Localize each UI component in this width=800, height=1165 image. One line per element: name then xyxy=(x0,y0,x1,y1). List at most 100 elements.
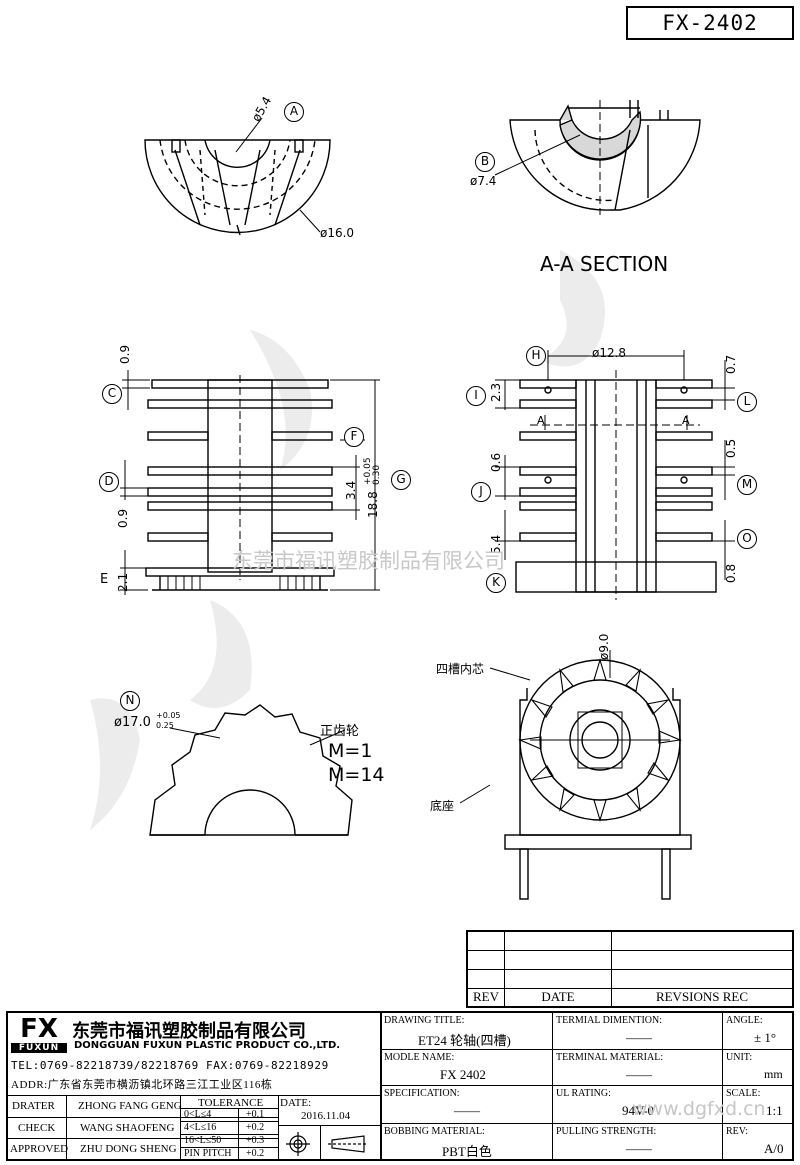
gear-tol-lower: 0.25 xyxy=(156,721,174,730)
gear-view xyxy=(149,704,353,836)
terminal-dimension-label: TERMIAL DIMENTION: xyxy=(556,1015,663,1026)
front-dim-overall: 18.8 xyxy=(366,491,380,518)
revision-table: REV DATE REVSIONS REC xyxy=(466,930,794,1008)
ref-marker-d: D xyxy=(99,472,119,492)
check-value: WANG SHAOFENG xyxy=(80,1122,175,1134)
ref-marker-l: L xyxy=(737,392,757,412)
core-label: 四槽内芯 xyxy=(436,662,485,676)
ul-rating-value: 94V-0 xyxy=(622,1103,655,1118)
rev-label: REV: xyxy=(726,1126,749,1137)
ref-marker-k: K xyxy=(486,573,506,593)
tol-value-1: +0.1 xyxy=(246,1109,265,1120)
approved-label: APPROVED xyxy=(10,1143,69,1155)
pulling-strength-value: —— xyxy=(626,1141,652,1156)
side-dim-mid: 0.6 xyxy=(489,452,503,472)
rev-header: REV xyxy=(466,987,505,1008)
specification-value: —— xyxy=(454,1103,480,1118)
unit-value: mm xyxy=(764,1067,783,1081)
projection-symbol-icon xyxy=(286,1132,368,1156)
part-number-box: FX-2402 xyxy=(626,6,794,40)
angle-label: ANGLE: xyxy=(726,1015,763,1026)
top-outer-dimension: ø16.0 xyxy=(320,226,355,240)
side-dim-right-top: 0.7 xyxy=(724,354,738,374)
front-dim-mid-flange: 0.9 xyxy=(116,508,130,528)
section-mark-left: A xyxy=(537,414,545,427)
scale-label: SCALE: xyxy=(726,1088,761,1099)
ul-rating-label: UL RATING: xyxy=(556,1088,611,1099)
drater-label: DRATER xyxy=(12,1100,55,1112)
check-label: CHECK xyxy=(18,1122,56,1134)
side-pitch-dimension: ø12.8 xyxy=(592,346,627,360)
company-name-cn: 东莞市福讯塑胶制品有限公司 xyxy=(72,1021,306,1042)
section-dimension: ø7.4 xyxy=(470,174,497,188)
section-view xyxy=(494,100,701,215)
front-dim-slot: 3.4 xyxy=(344,480,358,500)
rev-value: A/0 xyxy=(764,1141,784,1156)
ref-marker-n: N xyxy=(120,691,140,711)
revisions-header: REVSIONS REC xyxy=(611,987,794,1008)
ref-marker-g: G xyxy=(391,470,411,490)
drawing-title-value: ET24 轮轴(四槽) xyxy=(418,1033,511,1048)
company-watermark: 东莞市福讯塑胶制品有限公司 xyxy=(232,549,505,573)
section-mark-right: A xyxy=(682,414,690,427)
drawing-title-label: DRAWING TITLE: xyxy=(384,1015,465,1026)
angle-value: ± 1° xyxy=(754,1030,777,1045)
logo-subtext: FUXUN xyxy=(11,1043,67,1053)
ref-marker-m: M xyxy=(737,475,757,495)
top-view xyxy=(144,117,331,236)
side-dim-right-mid: 0.5 xyxy=(724,438,738,458)
tol-range-4: PIN PITCH xyxy=(184,1148,232,1159)
logo-text: FX xyxy=(20,1014,58,1044)
tol-value-3: +0.3 xyxy=(246,1135,265,1146)
specification-label: SPECIFICATION: xyxy=(384,1088,460,1099)
scale-value: 1:1 xyxy=(766,1103,783,1118)
company-tel: TEL:0769-82218739/82218769 FAX:0769-8221… xyxy=(11,1059,329,1072)
drater-value: ZHONG FANG GENG xyxy=(78,1100,182,1112)
ref-marker-o: O xyxy=(737,529,757,549)
ref-marker-a: A xyxy=(284,102,304,122)
ref-marker-i: I xyxy=(466,386,486,406)
ref-marker-c: C xyxy=(102,384,122,404)
approved-value: ZHU DONG SHENG xyxy=(80,1143,177,1155)
background-watermark-strokes xyxy=(90,250,605,830)
company-address: ADDR:广东省东莞市横沥镇北环路三江工业区116栋 xyxy=(11,1079,273,1091)
front-dim-base: 2.1 xyxy=(116,572,130,592)
gear-module: M=1 xyxy=(328,740,373,762)
date-label: DATE: xyxy=(280,1097,312,1109)
core-dimension: ø9.0 xyxy=(597,633,611,660)
gear-teeth: M=14 xyxy=(328,764,385,786)
site-watermark: www.dgfxd.cn xyxy=(632,1098,766,1120)
model-name-value: FX 2402 xyxy=(440,1067,486,1082)
front-view xyxy=(120,370,380,595)
date-header: DATE xyxy=(504,987,612,1008)
ref-marker-h: H xyxy=(526,346,546,366)
company-logo: FX FUXUN xyxy=(11,1015,67,1059)
terminal-dimension-value: —— xyxy=(626,1030,652,1045)
side-dim-top: 2.3 xyxy=(489,382,503,402)
gear-tol-upper: +0.05 xyxy=(156,711,181,720)
front-dim-tol-lower: 0.30 xyxy=(372,464,382,485)
tol-value-2: +0.2 xyxy=(246,1122,265,1133)
ref-marker-e: E xyxy=(100,572,109,587)
tol-range-2: 4<L≤16 xyxy=(184,1122,217,1133)
gear-dimension: ø17.0 xyxy=(114,715,151,730)
side-dim-right-bottom: 0.8 xyxy=(724,563,738,583)
side-view xyxy=(495,350,735,600)
terminal-material-value: —— xyxy=(626,1067,652,1082)
bobbin-material-value: PBT白色 xyxy=(442,1144,492,1159)
ref-marker-f: F xyxy=(344,427,364,447)
bobbin-material-label: BOBBING MATERIAL: xyxy=(384,1126,485,1137)
tol-range-3: 16<L≤50 xyxy=(184,1135,222,1146)
gear-label: 正齿轮 xyxy=(320,724,360,739)
ref-marker-j: J xyxy=(471,482,491,502)
terminal-material-label: TERMINAL MATERIAL: xyxy=(556,1052,664,1063)
title-block: FX FUXUN 东莞市福讯塑胶制品有限公司 DONGGUAN FUXUN PL… xyxy=(6,1011,794,1161)
front-dim-top-flange: 0.9 xyxy=(118,344,132,364)
tolerance-label: TOLERANCE xyxy=(198,1097,264,1109)
section-title: A-A SECTION xyxy=(540,252,669,276)
model-name-label: MODLE NAME: xyxy=(384,1052,455,1063)
pulling-strength-label: PULLING STRENGTH: xyxy=(556,1126,657,1137)
tol-range-1: 0<L≤4 xyxy=(184,1109,212,1120)
assembly-view xyxy=(459,650,692,900)
